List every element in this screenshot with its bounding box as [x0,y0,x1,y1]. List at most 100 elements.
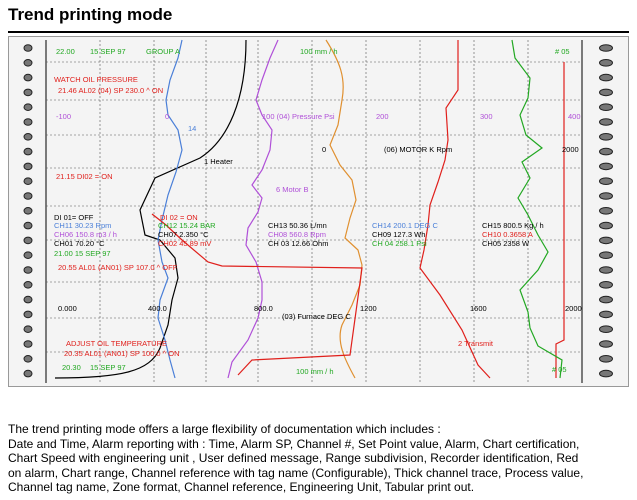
sprocket-hole [23,44,33,52]
bottom-header-speed: 100 mm / h [296,367,334,376]
title-underline [8,31,629,33]
scale2-2000: 2000 [565,304,582,313]
motor-b-label: 6 Motor B [276,185,309,194]
sprocket-hole [23,59,33,67]
sprocket-hole [599,266,613,274]
sprocket-hole [23,281,33,289]
description-line: on alarm, Chart range, Channel reference… [8,465,584,480]
scale2-1600: 1600 [470,304,487,313]
sprocket-hole [599,147,613,156]
sprocket-hole [23,88,33,97]
bottom-header-group-no: # 05 [552,365,567,374]
chart-grid [46,40,582,383]
channel-readout: CH11 30.23 Rpm [54,221,111,230]
alarm3-title: ADJUST OIL TEMPERATURE [66,339,167,348]
sprocket-hole [599,236,613,245]
sprocket-hole [23,251,33,259]
sprocket-hole [599,88,613,97]
sprocket-hole [23,118,33,126]
sprocket-hole [23,340,33,348]
sprocket-hole [23,295,33,304]
furnace-label: (03) Furnace DEG C [282,312,351,321]
sprocket-hole [599,221,613,230]
top-header-group: GROUP A [146,47,180,56]
channel-readout: CH08 560.8 Rpm [268,230,326,239]
channel-readout: CH01 70.20 °C [54,239,105,248]
sprocket-hole [599,251,613,259]
channel-readout: CH09 127.3 Wh [372,230,425,239]
orange-trace [325,39,363,379]
sprocket-hole [599,177,613,185]
sprocket-hole [23,236,33,245]
sprocket-hole [599,281,613,289]
sprocket-hole [599,207,613,215]
sprocket-hole [23,325,33,334]
channel-readout: CH06 150.8 m3 / h [54,230,117,239]
description-text: The trend printing mode offers a large f… [8,422,633,495]
top-header-speed: 100 mm / h [300,47,338,56]
range-mid: 0 [165,112,169,121]
time2: 21.00 15 SEP 97 [54,249,111,258]
black-trace [54,39,247,379]
sprocket-hole [23,103,33,111]
sprocket-holes [23,44,613,378]
scale2-800: 800.0 [254,304,273,313]
sprocket-hole [599,44,613,52]
di02-on: 21.15 DI02 = ON [56,172,113,181]
sprocket-hole [23,221,33,230]
channel-readout: CH12 15.24 BAR [158,221,216,230]
scale2-400: 400.0 [148,304,167,313]
channel-readout: CH02 45.89 mV [158,239,211,248]
channel-readout: CH14 200.1 DEG C [372,221,438,230]
bottom-header-time: 20.30 [62,363,81,372]
sprocket-hole [599,59,613,67]
range-pressure: 100 (04) Pressure Psi [262,112,335,121]
sprocket-hole [23,192,33,200]
channel-14-label: 14 [188,124,196,133]
sprocket-hole [599,103,613,111]
channel-readout: CH10 0.3658 A [482,230,533,239]
di01-off: DI 01= OFF [54,213,94,222]
sprocket-hole [23,133,33,141]
sprocket-hole [599,133,613,141]
sprocket-hole [23,207,33,215]
top-header-date: 15 SEP 97 [90,47,126,56]
sprocket-hole [599,162,613,171]
bottom-header-date: 15 SEP 97 [90,363,126,372]
sprocket-hole [599,340,613,348]
sprocket-hole [23,266,33,274]
range-400: 400 [568,112,581,121]
sprocket-hole [599,369,613,378]
sprocket-hole [599,295,613,304]
sprocket-hole [599,118,613,126]
motor-scale-0: 0 [322,145,326,154]
alarm2: 20.55 AL01 (AN01) SP 107.0 ^ OFF [58,263,178,272]
sprocket-hole [23,369,33,378]
range-left: -100 [56,112,71,121]
sprocket-hole [23,177,33,185]
range-200: 200 [376,112,389,121]
top-header-group-no: # 05 [555,47,570,56]
top-header-time: 22.00 [56,47,75,56]
channel-readout: CH13 50.36 L/mn [268,221,327,230]
channel-readout: CH 03 12.66 Ohm [268,239,328,248]
sprocket-hole [599,355,613,363]
description-line: Chart Speed with engineering unit , User… [8,451,579,465]
description-line: The trend printing mode offers a large f… [8,422,441,436]
green-trace [511,39,563,379]
sprocket-hole [599,73,613,82]
channel-readout: CH 04 258.1 Psi [372,239,427,248]
heater-label: 1 Heater [204,157,233,166]
description-line: Channel tag name, Zone format, Channel r… [8,480,475,494]
sprocket-hole [23,73,33,82]
motor-right: 2000 [562,145,579,154]
scale2-0: 0.000 [58,304,77,313]
sprocket-hole [599,325,613,334]
sprocket-hole [23,162,33,171]
alarm3-line: 20.35 AL01 (AN01) SP 100.0 ^ ON [64,349,180,358]
sprocket-hole [23,147,33,156]
purple-trace [227,39,279,379]
sprocket-hole [23,355,33,363]
range-300: 300 [480,112,493,121]
di02-on-b: DI 02 = ON [160,213,198,222]
